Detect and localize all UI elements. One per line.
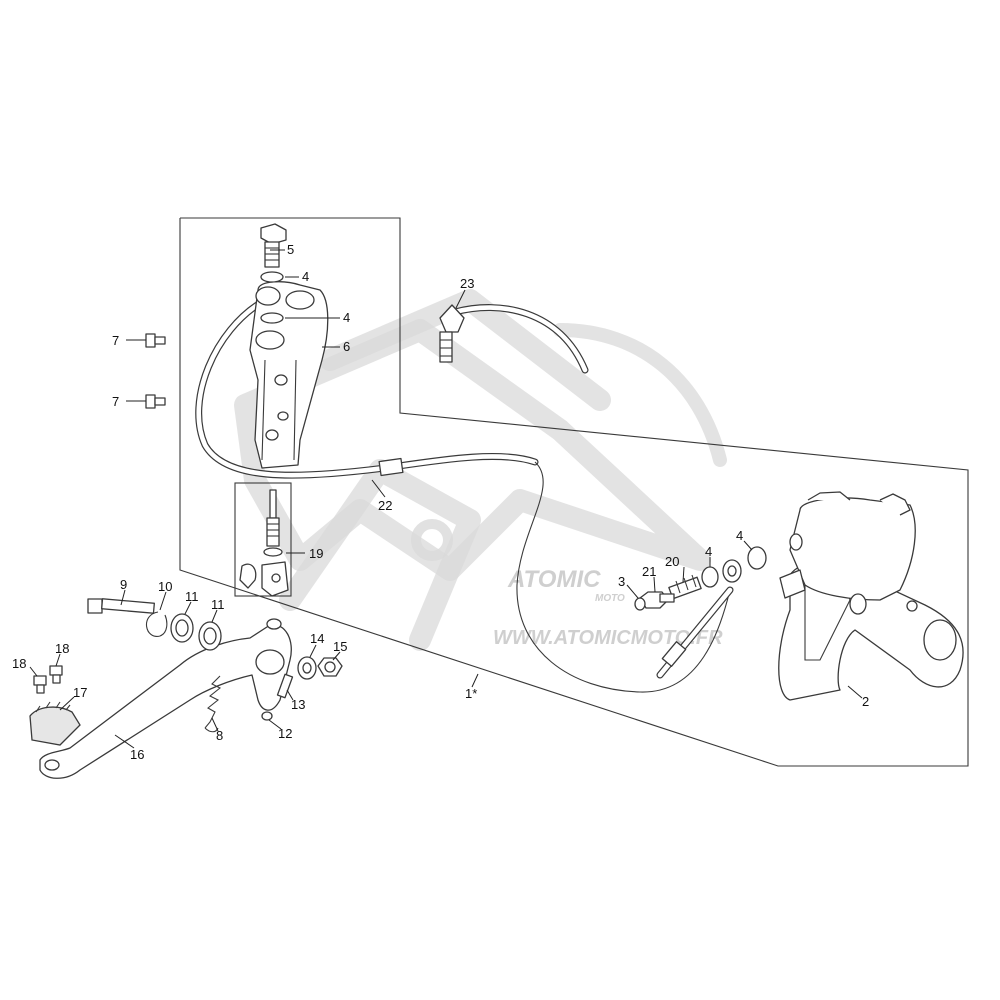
callout-20: 20 [665,554,679,569]
push-rod-19 [239,489,289,597]
watermark-brand-sub: MOTO [595,593,625,604]
callout-5: 5 [287,242,294,257]
callout-9: 9 [120,577,127,592]
callout-15: 15 [333,639,347,654]
washer-4-mid [260,312,284,324]
hose-23 [439,304,589,374]
banjo-bolt-5 [260,223,287,268]
washer-4-caliper [747,546,767,570]
brake-pedal-16 [39,618,292,779]
callout-14: 14 [310,631,324,646]
bolt-7-lower [145,394,166,409]
master-cylinder-6 [249,281,329,469]
part-19-box [234,482,292,597]
circlip-10 [146,611,168,637]
callout-22: 22 [378,498,392,513]
callout-4-hose: 4 [705,544,712,559]
callout-16: 16 [130,747,144,762]
stud-13 [276,673,294,699]
callout-19: 19 [309,546,323,561]
hose-22 [195,298,539,479]
callout-11-a: 11 [185,589,199,604]
callout-1: 1* [465,686,477,701]
callout-4-mid: 4 [343,310,350,325]
callout-7-lower: 7 [112,394,119,409]
callout-18-b: 18 [55,641,69,656]
kit-outline [179,217,969,767]
callout-8: 8 [216,728,223,743]
nut-15 [317,657,343,677]
caliper-2 [778,491,964,701]
callout-17: 17 [73,685,87,700]
callout-2: 2 [862,694,869,709]
callout-11-b: 11 [211,597,225,612]
leader-lines [29,249,863,749]
callout-21: 21 [642,564,656,579]
callout-23: 23 [460,276,474,291]
bleeder-21 [639,591,675,609]
callout-13: 13 [291,697,305,712]
pedal-tip-17 [29,701,81,746]
part-3 [634,597,646,611]
callout-labels: 5 4 4 6 7 7 19 22 23 9 10 11 11 8 12 13 … [12,242,869,762]
callout-7-upper: 7 [112,333,119,348]
bolt-7-upper [145,333,166,348]
bolts-18 [33,665,63,694]
callout-6: 6 [343,339,350,354]
callout-18-a: 18 [12,656,26,671]
banjo-bolt-20 [668,574,702,600]
bolt-9 [87,598,155,614]
callout-10: 10 [158,579,172,594]
watermark-brand: ATOMIC [507,566,601,593]
watermark-url: WWW.ATOMICMOTO.FR [493,627,723,649]
washer-4-top [260,271,284,283]
nut-12 [261,711,273,721]
callout-4-top: 4 [302,269,309,284]
washer-14 [297,656,317,680]
bearings-11 [170,613,222,651]
callout-3: 3 [618,574,625,589]
callout-12: 12 [278,726,292,741]
callout-4-caliper: 4 [736,528,743,543]
hose-loop [516,461,734,693]
